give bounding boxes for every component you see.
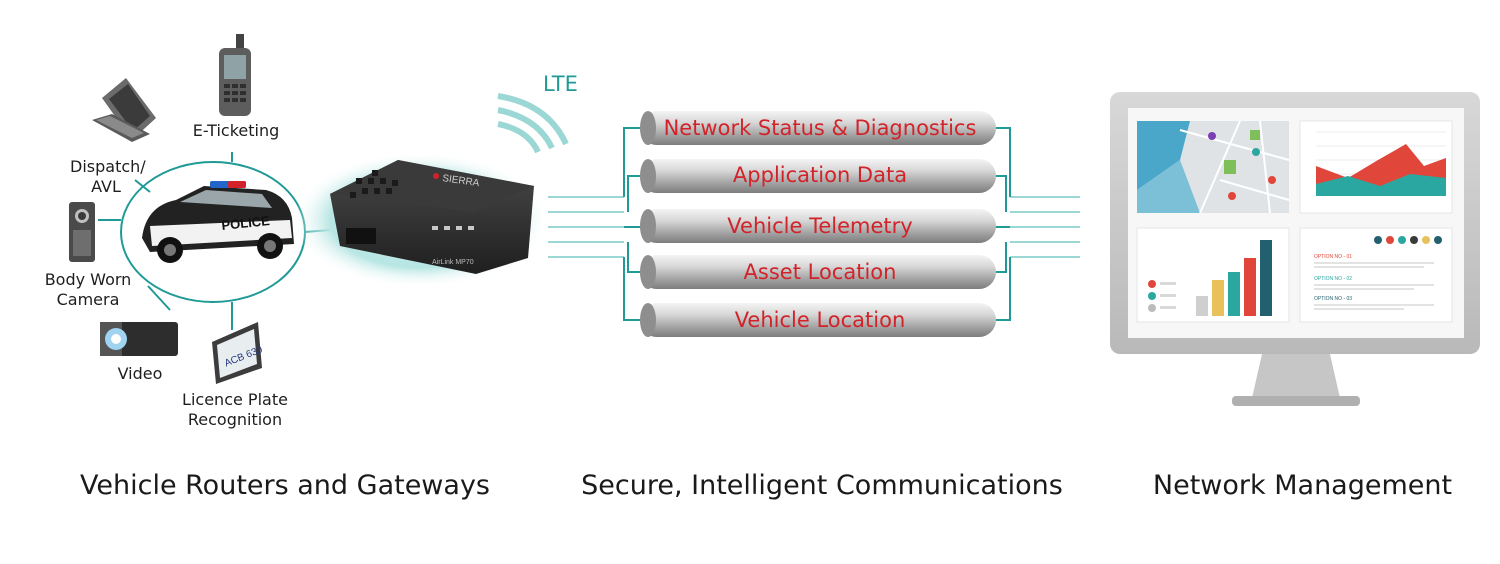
handheld-device-icon (219, 34, 251, 116)
pipe-1 (640, 111, 996, 145)
router-model: AirLink MP70 (432, 259, 474, 266)
laptop-icon (92, 78, 156, 142)
channel-label-1: Network Status & Diagnostics (663, 116, 977, 140)
channel-label-3: Vehicle Telemetry (727, 214, 913, 238)
router-brand: SIERRA (442, 173, 481, 189)
dispatch-avl-label: Dispatch/ AVL (70, 157, 146, 196)
section-title-middle: Secure, Intelligent Communications (581, 470, 1063, 501)
eticketing-label: E-Ticketing (192, 121, 280, 140)
pipe-5 (640, 303, 996, 337)
licence-plate-icon: ACB 639 (212, 322, 265, 384)
lte-label: LTE (543, 72, 578, 96)
flow-lines (548, 196, 1080, 258)
options-panel: OPTION NO - 01 OPTION NO - 02 OPTION NO … (1299, 227, 1453, 323)
bar-chart-panel (1136, 227, 1290, 323)
section-title-left: Vehicle Routers and Gateways (80, 470, 490, 501)
option-2: OPTION NO - 02 (1314, 276, 1352, 282)
video-label: Video (117, 364, 163, 383)
police-car-icon: POLICE (142, 181, 294, 263)
body-worn-camera-label: Body Worn Camera (44, 270, 132, 309)
pipe-3 (640, 209, 996, 243)
option-3: OPTION NO - 03 (1314, 296, 1352, 302)
router-icon: SIERRA AirLink MP70 (330, 160, 534, 274)
video-camera-icon (100, 322, 178, 356)
option-1: OPTION NO - 01 (1314, 254, 1352, 260)
area-chart-panel (1299, 120, 1453, 214)
pipe-4 (640, 255, 996, 289)
pipe-2 (640, 159, 996, 193)
lte-signal-icon (497, 93, 569, 154)
channel-label-4: Asset Location (743, 260, 897, 284)
section-title-right: Network Management (1152, 470, 1453, 501)
licence-plate-recognition-label: Licence Plate Recognition (182, 390, 288, 429)
police-car-text: POLICE (221, 213, 271, 233)
channel-label-2: Application Data (732, 163, 908, 187)
channel-label-5: Vehicle Location (734, 308, 906, 332)
body-camera-icon (69, 202, 95, 262)
map-panel (1137, 120, 1290, 214)
